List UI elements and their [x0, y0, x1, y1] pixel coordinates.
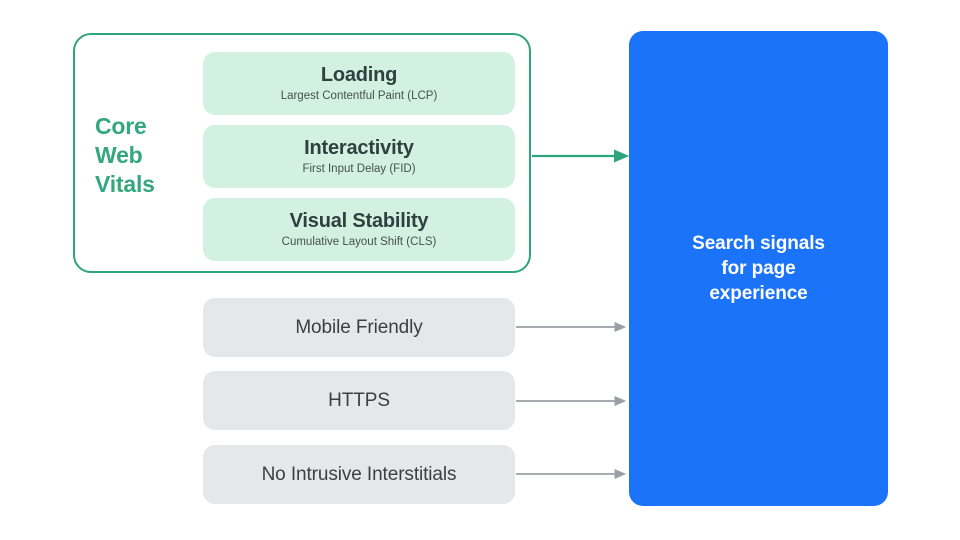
search-signals-line-1: Search signals [692, 233, 825, 254]
core-web-vitals-label: Core Web Vitals [95, 112, 190, 199]
metric-card-visual-stability: Visual Stability Cumulative Layout Shift… [203, 198, 515, 261]
search-signals-line-3: experience [709, 283, 808, 304]
metric-title: Visual Stability [289, 210, 429, 232]
search-signals-box: Search signals for page experience [629, 31, 888, 506]
core-web-vitals-label-line-1: Core [95, 113, 147, 139]
core-web-vitals-label-line-2: Web [95, 142, 143, 168]
search-signals-text: Search signals for page experience [672, 231, 845, 306]
metric-title: Interactivity [304, 137, 414, 159]
metric-subtitle: Largest Contentful Paint (LCP) [280, 90, 438, 102]
metric-subtitle: Cumulative Layout Shift (CLS) [281, 236, 437, 248]
metric-subtitle: First Input Delay (FID) [302, 163, 416, 175]
core-web-vitals-label-line-3: Vitals [95, 171, 155, 197]
metric-card-loading: Loading Largest Contentful Paint (LCP) [203, 52, 515, 115]
signal-label: Mobile Friendly [295, 316, 423, 338]
mobile-friendly-box: Mobile Friendly [203, 298, 515, 357]
search-signals-line-2: for page [721, 258, 796, 279]
signal-label: No Intrusive Interstitials [261, 463, 457, 485]
signal-label: HTTPS [328, 389, 390, 411]
metric-title: Loading [320, 64, 398, 86]
no-intrusive-interstitials-box: No Intrusive Interstitials [203, 445, 515, 504]
metric-card-interactivity: Interactivity First Input Delay (FID) [203, 125, 515, 188]
https-box: HTTPS [203, 371, 515, 430]
